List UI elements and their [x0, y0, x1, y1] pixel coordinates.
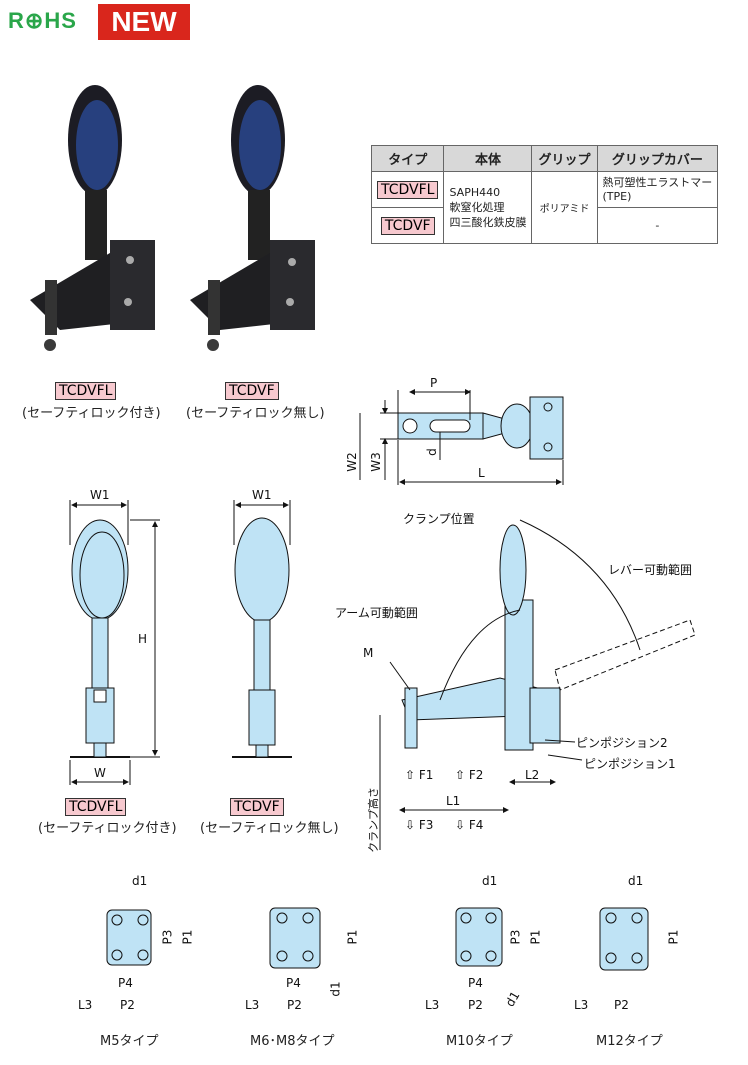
base-view-m12: [599, 907, 649, 971]
m10-p1: P1: [528, 929, 543, 945]
label-pin-position-1: ピンポジション1: [584, 757, 676, 771]
label-f1: ⇧ F1: [405, 768, 434, 782]
photo-right-desc: (セーフティロック無し): [186, 406, 325, 421]
top-view-drawing: [359, 389, 564, 485]
dim-h: H: [138, 632, 148, 646]
base-view-m6-m8: [269, 907, 321, 969]
label-f4: ⇩ F4: [455, 818, 484, 832]
body-line-1: SAPH440: [449, 186, 501, 199]
label-f2: ⇧ F2: [455, 768, 484, 782]
dim-w1-right: W1: [252, 488, 272, 502]
grip-value: ポリアミド: [531, 171, 598, 244]
photo-left-desc: (セーフティロック付き): [22, 406, 161, 421]
base-view-m5: [106, 909, 152, 966]
m5-p3: P3: [160, 929, 175, 945]
m10-p4: P4: [468, 976, 483, 990]
cover-value-2: -: [596, 207, 719, 244]
label-m: M: [363, 646, 374, 660]
photo-tcdvfl: [30, 85, 155, 351]
label-pin-position-2: ピンポジション2: [576, 736, 668, 750]
front-view-tcdvf: [232, 500, 292, 758]
label-arm-range: アーム可動範囲: [335, 606, 418, 620]
m6-l3: L3: [245, 998, 260, 1012]
front-right-model: TCDVF: [230, 796, 284, 816]
dim-p: P: [430, 376, 438, 390]
photo-left-model: TCDVFL: [55, 380, 117, 400]
side-view-drawing: [379, 519, 696, 850]
rohs-logo: R⊕HS: [8, 8, 77, 33]
m10-title: M10タイプ: [446, 1034, 513, 1049]
label-clamp-position: クランプ位置: [403, 512, 475, 526]
m6-p4: P4: [286, 976, 301, 990]
dim-w2: W2: [344, 452, 359, 472]
label-clamp-height: クランプ高さ: [366, 787, 380, 853]
m12-p2: P2: [614, 998, 629, 1012]
dim-d: d: [424, 448, 439, 456]
m10-d1: d1: [482, 874, 498, 888]
photo-tcdvf: [190, 85, 315, 351]
spec-table: タイプ 本体 グリップ グリップカバー TCDVFL SAPH440 軟窒化処理…: [370, 145, 719, 244]
cover-line-2: (TPE): [602, 189, 632, 203]
th-cover: グリップカバー: [596, 145, 719, 172]
th-type: タイプ: [370, 145, 445, 172]
m12-d1: d1: [628, 874, 644, 888]
m5-l3: L3: [78, 998, 93, 1012]
m10-p3: P3: [508, 929, 523, 945]
m12-title: M12タイプ: [596, 1034, 663, 1049]
body-line-2: 軟窒化処理: [449, 201, 505, 214]
dim-l1: L1: [446, 794, 461, 808]
dim-w3: W3: [368, 452, 383, 472]
front-view-tcdvfl: [69, 500, 160, 785]
th-grip: グリップ: [531, 145, 598, 172]
m5-p1: P1: [180, 929, 195, 945]
m5-p2: P2: [120, 998, 135, 1012]
front-left-model: TCDVFL: [65, 796, 127, 816]
table-type-tcdvf: TCDVF: [380, 216, 435, 235]
m6-m8-title: M6･M8タイプ: [250, 1034, 335, 1049]
dim-l2: L2: [525, 768, 540, 782]
m10-l3: L3: [425, 998, 440, 1012]
cover-line-1: 熱可塑性エラストマー: [602, 175, 713, 189]
dim-w: W: [94, 766, 106, 780]
photo-right-model: TCDVF: [225, 380, 279, 400]
m10-p2: P2: [468, 998, 483, 1012]
m6-p2: P2: [287, 998, 302, 1012]
body-line-3: 四三酸化鉄皮膜: [449, 216, 527, 229]
m12-p1: P1: [666, 929, 681, 945]
m5-d1: d1: [132, 874, 148, 888]
dim-w1-left: W1: [90, 488, 110, 502]
m6-d1: d1: [328, 981, 343, 997]
m5-p4: P4: [118, 976, 133, 990]
front-right-desc: (セーフティロック無し): [200, 821, 339, 836]
new-badge: NEW: [98, 4, 190, 40]
label-f3: ⇩ F3: [405, 818, 434, 832]
dim-l: L: [478, 466, 485, 480]
label-lever-range: レバー可動範囲: [608, 563, 693, 577]
base-view-m10: [455, 907, 503, 967]
m5-title: M5タイプ: [100, 1034, 159, 1049]
m12-l3: L3: [574, 998, 589, 1012]
table-type-tcdvfl: TCDVFL: [377, 180, 439, 199]
m6-p1: P1: [345, 929, 360, 945]
front-left-desc: (セーフティロック付き): [38, 821, 177, 836]
